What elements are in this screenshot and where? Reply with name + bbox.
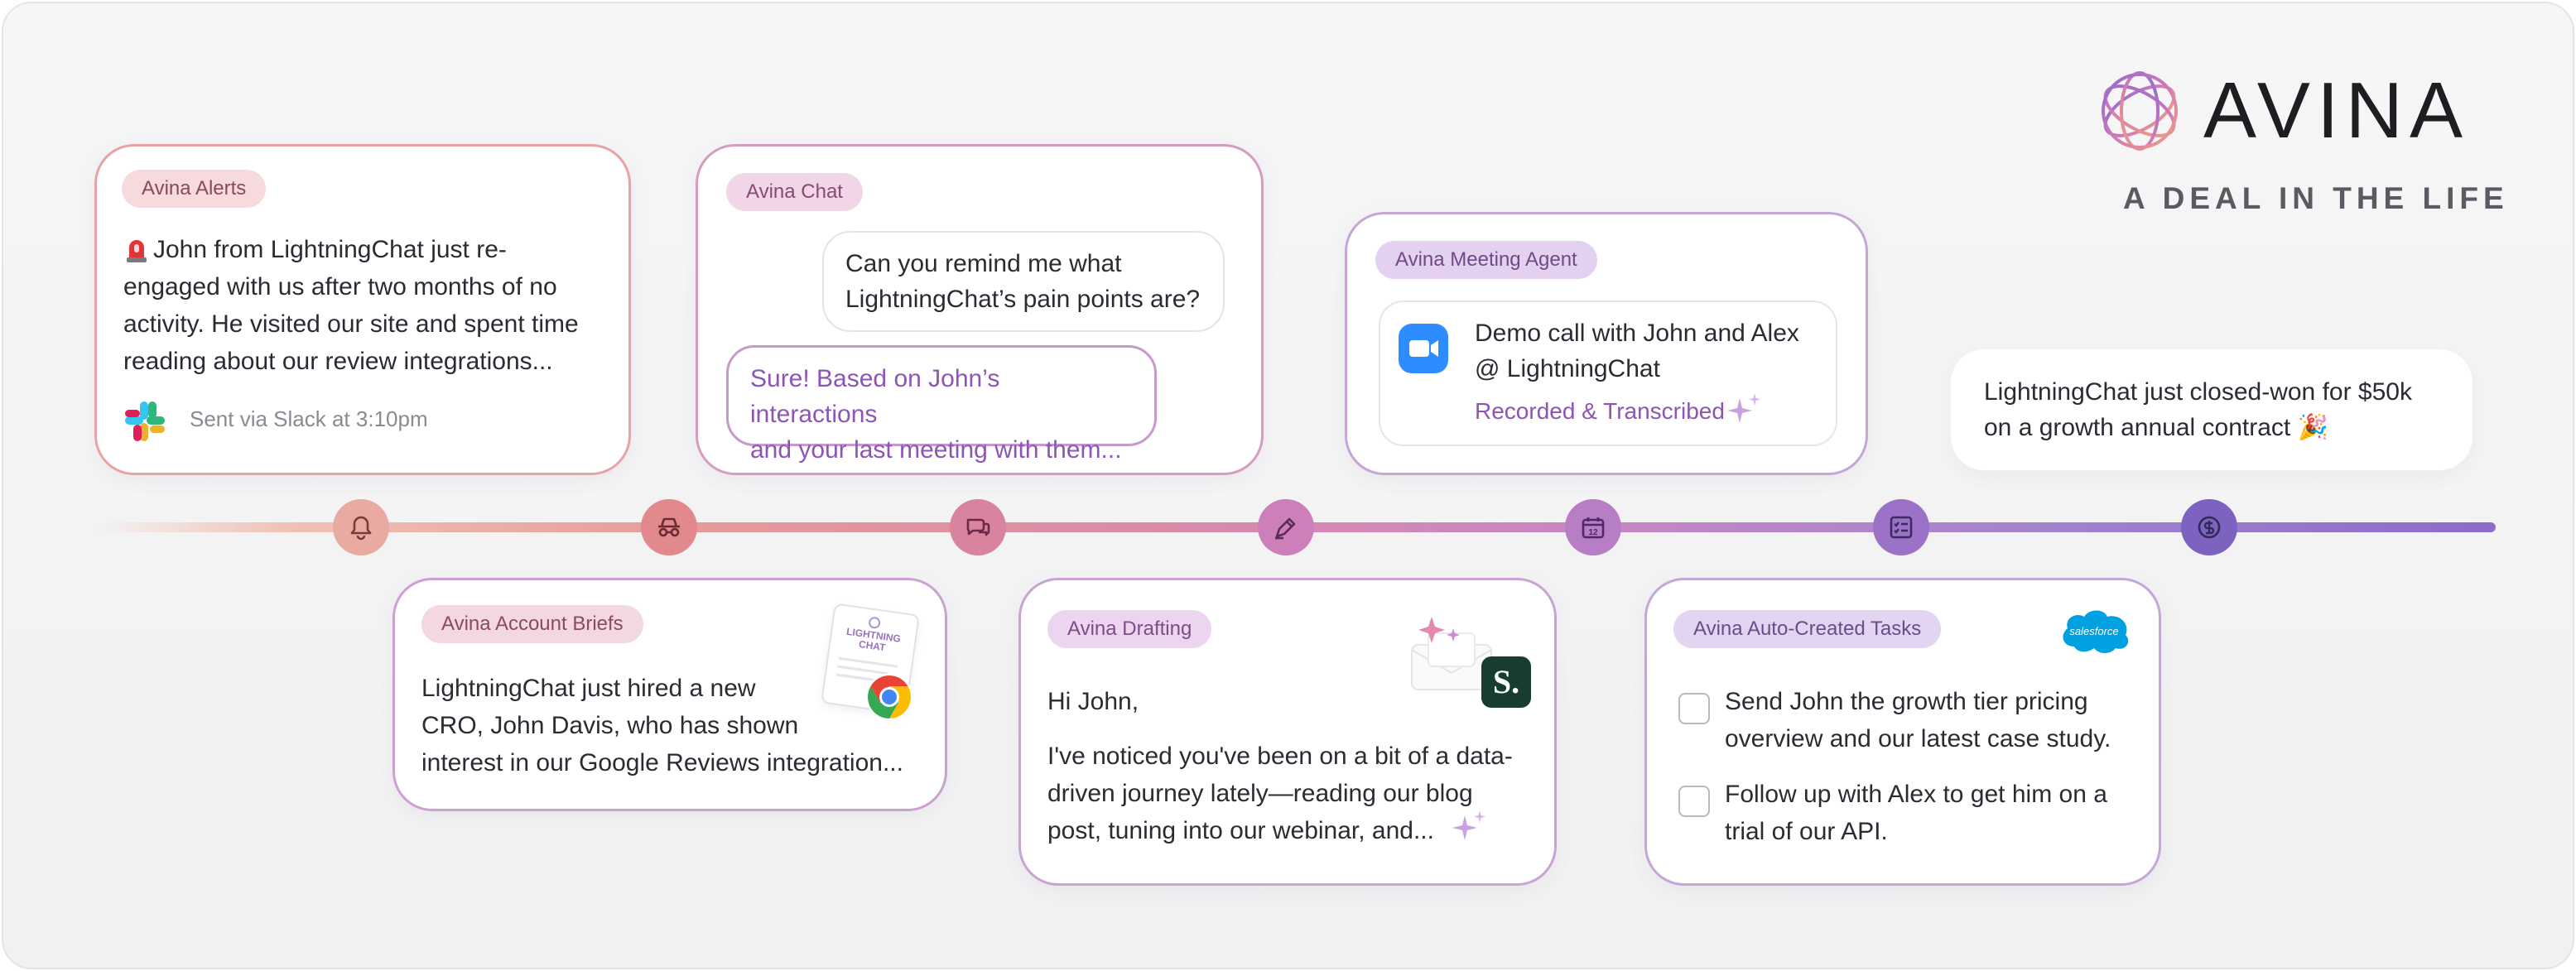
checklist-icon [1890, 516, 1913, 539]
alerts-text-line2: engaged with us after two months of no [123, 273, 557, 300]
meeting-tag: Avina Meeting Agent [1375, 241, 1597, 279]
alerts-text-line4: reading about our review integrations... [123, 348, 553, 375]
timeline-node-alerts[interactable] [333, 499, 389, 555]
closed-won-card[interactable]: LightningChat just closed-won for $50k o… [1951, 349, 2472, 470]
incognito-icon [658, 517, 680, 537]
chat-question-line1: Can you remind me what [845, 250, 1122, 277]
alerts-tag: Avina Alerts [122, 170, 267, 208]
task-2-line2: trial of our API. [1725, 818, 1888, 845]
sparkle-icon [1452, 809, 1488, 845]
pen-icon [1275, 517, 1296, 540]
timeline-node-briefs[interactable] [641, 499, 697, 555]
chat-bubbles-icon [966, 518, 990, 536]
timeline-node-chat[interactable] [950, 499, 1006, 555]
meeting-title-line1: Demo call with John and Alex [1475, 320, 1799, 347]
calendar-icon: 12 [1582, 517, 1605, 539]
drafting-text-line3: post, tuning into our webinar, and... [1047, 817, 1434, 844]
timeline-node-closed[interactable] [2181, 499, 2237, 555]
meeting-title-line2: @ LightningChat [1475, 355, 1660, 382]
chat-card[interactable]: Avina Chat Can you remind me what Lightn… [696, 144, 1264, 475]
slack-icon [123, 400, 166, 443]
closed-line2: on a growth annual contract 🎉 [1984, 414, 2328, 441]
dollar-icon [2198, 516, 2221, 539]
meeting-status: Recorded & Transcribed [1475, 398, 1725, 424]
alerts-card[interactable]: Avina Alerts John from LightningChat jus… [94, 144, 631, 475]
meeting-card[interactable]: Avina Meeting Agent Demo call with John … [1345, 212, 1868, 475]
task-checkbox-1[interactable] [1678, 693, 1710, 724]
svg-text:salesforce: salesforce [2069, 625, 2118, 637]
drafting-text-line1: I've noticed you've been on a bit of a d… [1047, 743, 1513, 770]
drafting-greeting: Hi John, [1047, 688, 1139, 715]
salesforce-icon: salesforce [2058, 605, 2132, 656]
briefs-text-line1: LightningChat just hired a new [421, 675, 756, 702]
chat-question-line2: LightningChat’s pain points are? [845, 286, 1201, 313]
svg-text:12: 12 [1588, 528, 1598, 537]
chat-question-bubble: Can you remind me what LightningChat’s p… [822, 231, 1225, 332]
task-1-line2: overview and our latest case study. [1725, 725, 2111, 752]
drafting-card[interactable]: Avina Drafting S. Hi John, I've noticed … [1018, 578, 1557, 886]
task-2-line1: Follow up with Alex to get him on a [1725, 781, 2107, 808]
timeline-node-drafting[interactable] [1258, 499, 1314, 555]
tasks-tag: Avina Auto-Created Tasks [1673, 610, 1942, 648]
briefs-text-line3: interest in our Google Reviews integrati… [421, 749, 903, 776]
task-checkbox-2[interactable] [1678, 786, 1710, 817]
zoom-icon [1399, 324, 1448, 373]
tasks-card[interactable]: Avina Auto-Created Tasks salesforce Send… [1644, 578, 2161, 886]
chat-tag: Avina Chat [726, 173, 863, 211]
briefs-card[interactable]: Avina Account Briefs LIGHTNING CHAT Ligh… [392, 578, 947, 811]
siren-icon [125, 236, 148, 264]
avina-orb-icon [2102, 71, 2178, 151]
chrome-icon [865, 673, 913, 721]
drafting-badge: S. [1481, 656, 1531, 708]
closed-line1: LightningChat just closed-won for $50k [1984, 378, 2412, 406]
chat-answer-line2: and your last meeting with them... [750, 436, 1122, 464]
meeting-item[interactable]: Demo call with John and Alex @ Lightning… [1379, 300, 1837, 446]
briefs-text-line2: CRO, John Davis, who has shown [421, 712, 799, 739]
tagline: A DEAL IN THE LIFE [2123, 181, 2509, 215]
drafting-text-line2: driven journey lately—reading our blog [1047, 780, 1473, 807]
bell-icon [350, 516, 372, 541]
briefs-tag: Avina Account Briefs [421, 605, 643, 643]
envelope-icon [1407, 613, 1505, 693]
drafting-tag: Avina Drafting [1047, 610, 1212, 648]
timeline-node-tasks[interactable] [1873, 499, 1929, 555]
task-1-line1: Send John the growth tier pricing [1725, 688, 2088, 715]
avina-logo: AVINA [2094, 61, 2469, 161]
party-icon: 🎉 [2297, 414, 2328, 441]
alerts-footer: Sent via Slack at 3:10pm [190, 406, 428, 431]
alerts-text-line1: John from LightningChat just re- [153, 236, 507, 263]
chat-answer-line1: Sure! Based on John’s interactions [750, 365, 1000, 428]
sparkle-icon [1726, 392, 1763, 428]
timeline-node-meeting[interactable]: 12 [1565, 499, 1621, 555]
chat-answer-bubble: Sure! Based on John’s interactions and y… [726, 345, 1157, 464]
alerts-text-line3: activity. He visited our site and spent … [123, 310, 579, 338]
brand-name: AVINA [2203, 66, 2469, 155]
